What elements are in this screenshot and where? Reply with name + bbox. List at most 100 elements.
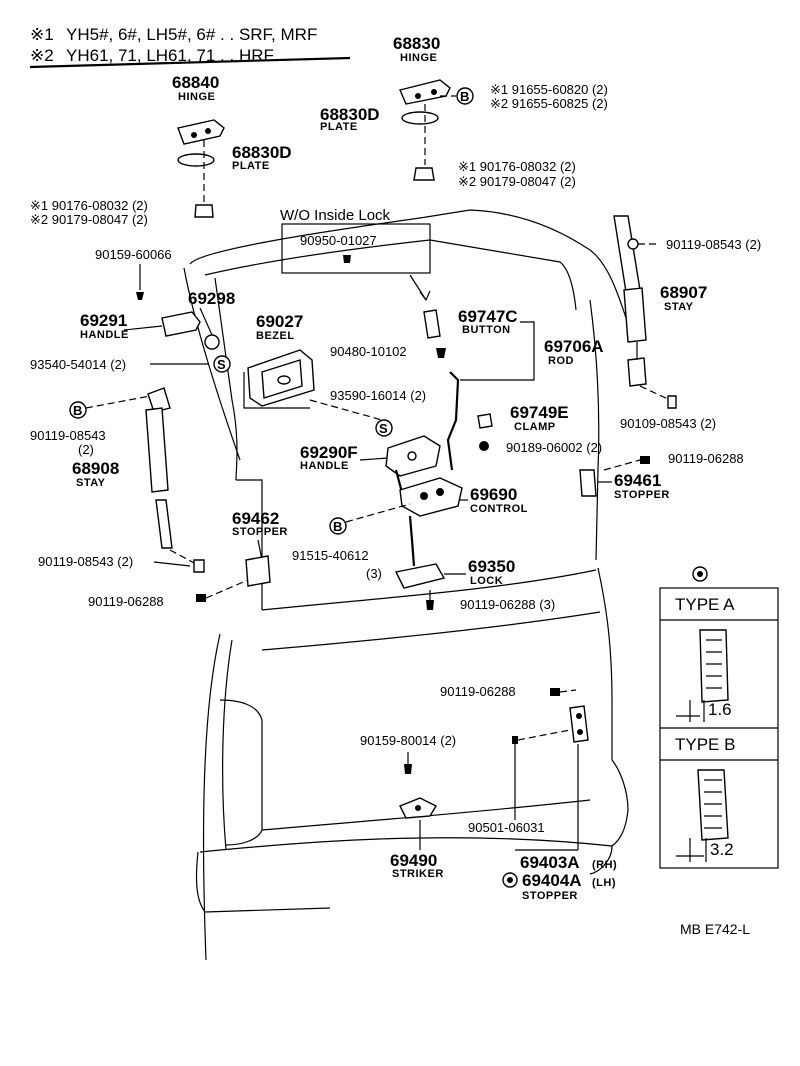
part-93540-54014: 93540-54014 (2) xyxy=(30,357,126,372)
part-90119-08543-bottom: 90119-08543 (2) xyxy=(38,554,133,569)
bolt-icon-right xyxy=(640,456,650,464)
wo-inside-lock-group: W/O Inside Lock 90950-01027 xyxy=(280,207,431,302)
part-90119-06288-left: 90119-06288 xyxy=(88,594,164,609)
part-68908-name: STAY xyxy=(76,477,106,489)
part-69298: 69298 xyxy=(188,289,235,308)
screw-icon xyxy=(136,292,144,300)
stay-68908: B 90119-08543 (2) 68908 STAY 90119-08543… xyxy=(30,387,205,573)
part-69747C-number: 69747C xyxy=(458,307,518,326)
part-90119-06288-right: 90119-06288 xyxy=(668,451,744,466)
part-69350-name: LOCK xyxy=(470,575,503,587)
bolt-b-marker-icon xyxy=(456,87,474,105)
vehicle-body xyxy=(195,567,629,961)
part-69404A-number: 69404A xyxy=(522,871,582,890)
part-69490-name: STRIKER xyxy=(392,868,444,880)
part-91655-60825: ※2 91655-60825 (2) xyxy=(490,96,608,111)
bezel-69027: 69027 BEZEL xyxy=(243,312,315,409)
stay-rod-left-icon xyxy=(155,499,173,549)
part-90189-06002: 90189-06002 (2) xyxy=(506,440,602,455)
part-68907-number: 68907 xyxy=(660,283,707,302)
plate-icon xyxy=(401,111,439,125)
wo-inside-lock-label: W/O Inside Lock xyxy=(280,207,391,224)
legend-line-1: YH5#, 6#, LH5#, 6# . . SRF, MRF xyxy=(66,25,317,44)
type-a-stopper-icon xyxy=(699,629,729,703)
part-69404A-suffix: (LH) xyxy=(592,877,616,889)
part-69027-name: BEZEL xyxy=(256,330,295,342)
part-69490-number: 69490 xyxy=(390,851,437,870)
bolt-b-marker-lock-icon xyxy=(329,517,347,535)
nut-icon-center xyxy=(479,441,489,451)
part-68830D-left-number: 68830D xyxy=(232,143,292,162)
stay-rod-icon xyxy=(613,215,641,293)
part-90950-label: 90950-01027 xyxy=(300,233,377,248)
bolt-b-marker-left-icon xyxy=(69,401,87,419)
part-68908-number: 68908 xyxy=(72,459,119,478)
clamp-icon xyxy=(477,413,493,429)
bolt-icon-left xyxy=(196,594,206,602)
stopper-69461: 90119-06288 69461 STOPPER xyxy=(579,451,744,501)
part-69749E-name: CLAMP xyxy=(514,421,556,433)
part-91515-40612-qty: (3) xyxy=(366,566,382,581)
part-69749E-number: 69749E xyxy=(510,403,569,422)
part-69461-number: 69461 xyxy=(614,471,661,490)
part-90119-06288-lower: 90119-06288 xyxy=(440,684,516,699)
part-69291-number: 69291 xyxy=(80,311,127,330)
part-69290F-number: 69290F xyxy=(300,443,358,462)
part-68840-number: 68840 xyxy=(172,73,219,92)
part-68830-name: HINGE xyxy=(400,52,437,64)
screw-s-marker-icon xyxy=(213,355,231,373)
part-69747C-name: BUTTON xyxy=(462,324,511,336)
part-90119-08543-left-qty: (2) xyxy=(78,442,94,457)
part-90176-left: ※1 90176-08032 (2) xyxy=(30,198,148,213)
part-69706A-name: ROD xyxy=(548,355,574,367)
stopper-right-icon xyxy=(579,469,597,497)
stay-68907: 90119-08543 (2) 68907 STAY 90109-08543 (… xyxy=(613,215,761,431)
bolt-b-marker-label: B xyxy=(460,89,469,104)
part-68907-name: STAY xyxy=(664,301,694,313)
back-door-outline xyxy=(183,209,631,611)
part-69027-number: 69027 xyxy=(256,312,303,331)
type-b-stopper-icon xyxy=(697,769,729,841)
plug-icon xyxy=(343,255,351,263)
part-91515-40612: 91515-40612 xyxy=(292,548,369,563)
part-69291-name: HANDLE xyxy=(80,329,129,341)
bolt-b-marker-lock-label: B xyxy=(333,519,342,534)
bolt-b-marker-left-label: B xyxy=(73,403,82,418)
stopper-69462: 69462 STOPPER 90119-06288 xyxy=(88,509,288,609)
type-a-dimension: 1.6 xyxy=(708,700,732,719)
lock-69350: B 91515-40612 (3) 69350 LOCK 90119-06288… xyxy=(292,503,555,612)
part-90179-top: ※2 90179-08047 (2) xyxy=(458,174,576,189)
part-68830D-name: PLATE xyxy=(320,121,358,133)
hinge-68830: 68830 HINGE B ※1 91655-60820 (2) ※2 9165… xyxy=(320,34,608,189)
stopper-left-icon xyxy=(245,555,271,587)
bolt-icon-lower xyxy=(550,688,560,696)
screw-s-marker-center-icon xyxy=(375,419,393,437)
part-93590-16014: 93590-16014 (2) xyxy=(330,388,426,403)
part-69462-number: 69462 xyxy=(232,509,279,528)
part-69404A-name: STOPPER xyxy=(522,890,578,902)
part-90159-60066: 90159-60066 xyxy=(95,247,172,262)
part-69462-name: STOPPER xyxy=(232,526,288,538)
lock-icon xyxy=(394,563,446,589)
part-90119-08543-right: 90119-08543 (2) xyxy=(666,237,761,252)
part-90119-08543-left: 90119-08543 xyxy=(30,428,106,443)
part-90109-08543: 90109-08543 (2) xyxy=(620,416,716,431)
part-69403A-suffix: (RH) xyxy=(592,859,617,871)
diagram-code: MB E742-L xyxy=(680,921,750,937)
type-a-title: TYPE A xyxy=(675,595,735,614)
button-icon xyxy=(423,309,441,339)
part-90480-10102: 90480-10102 xyxy=(330,344,407,359)
model-legend: ※1 YH5#, 6#, LH5#, 6# . . SRF, MRF ※2 YH… xyxy=(29,25,351,69)
type-b-title: TYPE B xyxy=(675,735,735,754)
part-90179-left: ※2 90179-08047 (2) xyxy=(30,212,148,227)
plate-icon-left xyxy=(177,153,215,167)
legend-underline xyxy=(29,56,351,69)
hinge-68840: 68840 HINGE 68830D PLATE ※1 90176-08032 … xyxy=(30,73,292,227)
button-69747C: 69747C BUTTON 90480-10102 69706A ROD xyxy=(330,307,604,471)
inside-handle-group: 93590-16014 (2) S 69749E CLAMP 90189-060… xyxy=(300,388,602,567)
stopper-lower-icon xyxy=(569,705,589,743)
hinge-icon xyxy=(399,79,451,105)
part-69690-number: 69690 xyxy=(470,485,517,504)
type-b-dimension: 3.2 xyxy=(710,840,734,859)
legend-mark-2: ※2 xyxy=(30,46,54,65)
